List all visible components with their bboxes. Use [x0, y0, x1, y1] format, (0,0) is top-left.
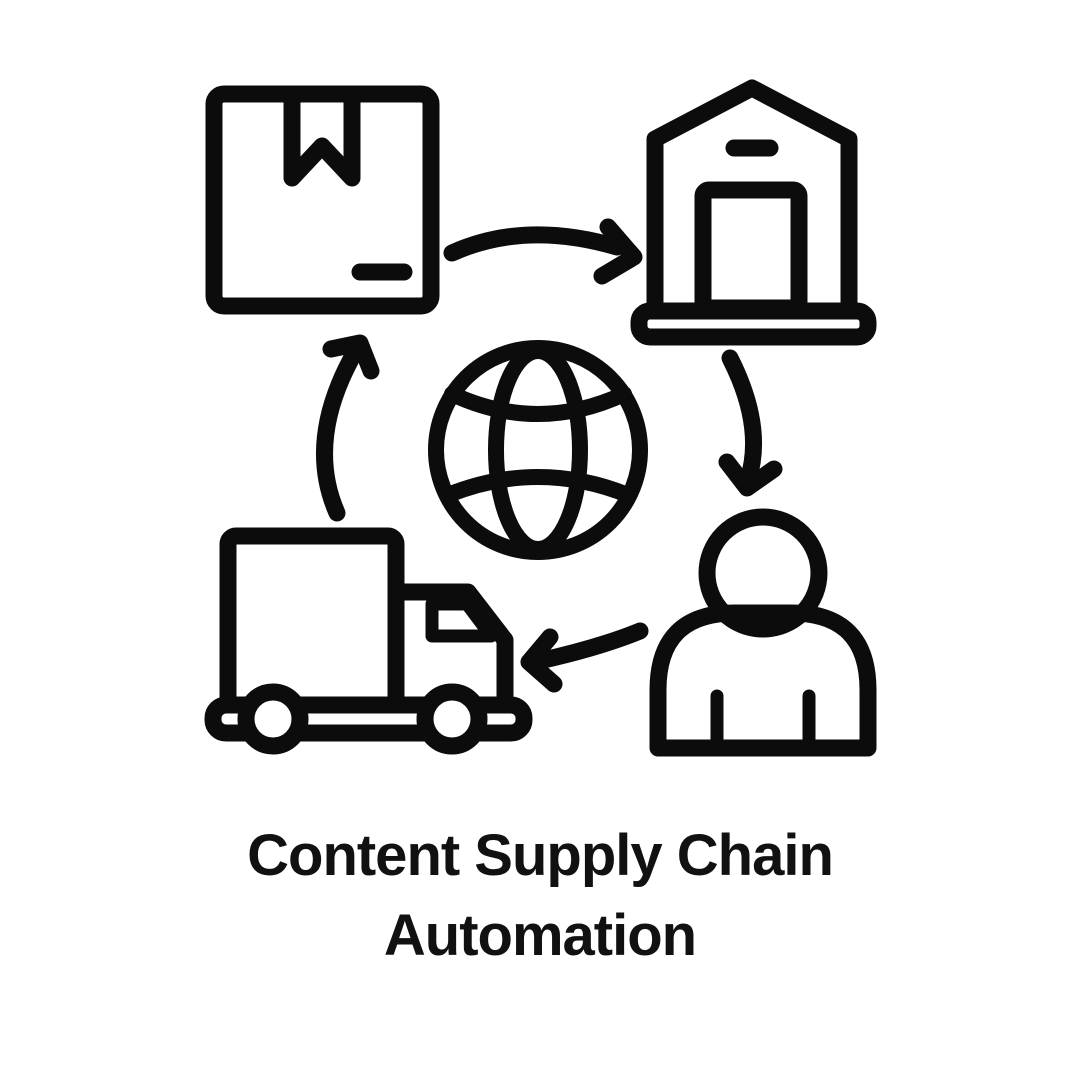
- globe-icon: [428, 340, 648, 560]
- arrow-head: [520, 628, 563, 693]
- package-box-icon: [205, 85, 440, 315]
- truck-rear-wheel: [237, 683, 309, 755]
- arrow-person-to-truck: [520, 622, 649, 693]
- arrow-head: [322, 334, 380, 380]
- person-head: [698, 508, 828, 638]
- package-ribbon: [283, 91, 361, 187]
- truck-front-wheel: [416, 683, 488, 755]
- arrow-head: [718, 453, 783, 497]
- arrow-shaft: [443, 226, 626, 262]
- person-body: [649, 604, 877, 757]
- arrow-shaft: [316, 343, 364, 522]
- globe-latitude-upper: [444, 386, 632, 422]
- warehouse-base: [630, 302, 877, 346]
- globe-meridian: [488, 343, 588, 557]
- truck-cab: [388, 583, 514, 711]
- globe-sphere: [428, 340, 648, 560]
- delivery-truck-icon: [204, 527, 533, 755]
- arrow-package-to-warehouse: [443, 218, 643, 285]
- warehouse-door: [694, 181, 808, 317]
- title-line-1: Content Supply Chain: [247, 823, 834, 888]
- person-icon: [649, 508, 877, 757]
- globe-latitude-lower: [440, 469, 636, 503]
- truck-window: [425, 597, 498, 643]
- arrow-head: [593, 218, 643, 285]
- warehouse-walls-roof: [646, 79, 858, 315]
- diagram-title: Content Supply Chain Automation: [0, 816, 1080, 976]
- arrow-truck-to-package: [316, 334, 380, 522]
- title-line-2: Automation: [383, 903, 697, 968]
- arrow-shaft: [530, 622, 649, 670]
- package-outline: [205, 85, 440, 315]
- arrow-shaft: [721, 349, 763, 489]
- warehouse-icon: [630, 79, 877, 346]
- arrow-warehouse-to-person: [718, 349, 783, 497]
- truck-cargo-box: [219, 527, 405, 715]
